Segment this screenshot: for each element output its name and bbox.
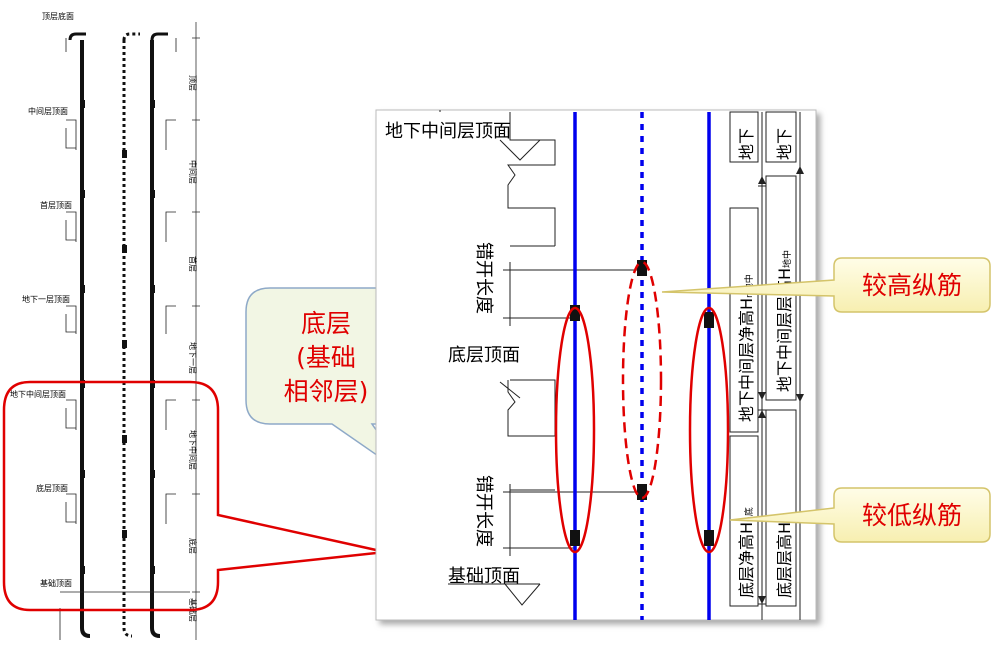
floor-label-b1-top: 地下一层顶面 (22, 294, 70, 304)
lower-bar-highlight-left (554, 306, 596, 554)
svg-text:地下中间层层高H地中: 地下中间层层高H地中 (775, 250, 794, 392)
floor-label-bottom-top: 底层顶面 (36, 483, 68, 493)
dim-story-height-bottom: 底层层高H (775, 522, 794, 598)
story-label-bmid: 地下中间层 (188, 430, 198, 470)
dim-story-height-mid-sub: 地中 (781, 250, 793, 268)
higher-bar-callout-text: 较高纵筋 (862, 271, 962, 300)
left-rebar-hook-top (68, 32, 86, 41)
dim-story-height-mid: 地下中间层层高H (775, 268, 794, 392)
lower-bar-callout: 较低纵筋 (729, 487, 991, 543)
floor-label-ground-top: 首层顶面 (40, 200, 72, 210)
left-rebar-dashed (122, 40, 133, 638)
splice-mark (704, 312, 714, 328)
splice-mark (637, 260, 647, 276)
story-label-ground: 首层 (188, 256, 198, 272)
floor-label-middle-top: 中间层顶面 (28, 106, 68, 116)
detail-label-mid-top: 地下中间层顶面 (385, 121, 511, 142)
story-label-roof: 顶层 (188, 75, 197, 91)
left-rebar-hook-top-2 (150, 32, 168, 41)
svg-text:底层层高H底: 底层层高H底 (775, 513, 794, 598)
detail-label-lap-upper: 错开长度 (473, 242, 494, 314)
splice-mark (637, 484, 647, 500)
higher-bar-callout: 较高纵筋 (661, 257, 991, 313)
dim-top-clip-a: 地下 (737, 128, 756, 160)
splice-mark (704, 530, 714, 546)
dim-top-clip-b: 地下 (775, 128, 794, 160)
detail-label-foundation-top: 基础顶面 (448, 566, 520, 587)
higher-bar-highlight (621, 260, 663, 500)
floor-label-roof-bottom: 顶层底面 (42, 11, 74, 21)
floor-label-bmid-top: 地下中间层顶面 (10, 389, 66, 399)
dim-clear-height-mid: 地下中间层净高H (737, 298, 756, 422)
left-rebar-dashed-top (122, 32, 140, 41)
bottom-layer-callout-line1: 底层 (301, 309, 351, 338)
story-label-bottom: 底层 (188, 538, 198, 554)
dim-clear-height-bottom: 底层净高H (737, 522, 756, 598)
detail-view: 地下中间层顶面 底层顶面 基础顶面 错开长度 错开长度 地下 地下 地下中间层净… (375, 109, 817, 621)
lower-bar-highlight-right (688, 306, 730, 554)
splice-mark (570, 305, 580, 321)
splice-mark (570, 530, 580, 546)
left-elevation: 顶层底面 中间层顶面 首层顶面 地下一层顶面 地下中间层顶面 底层顶面 基础顶面… (10, 11, 200, 640)
detail-label-bottom-top: 底层顶面 (448, 345, 520, 366)
story-label-middle: 中间层 (188, 160, 198, 184)
detail-label-lap-lower: 错开长度 (473, 475, 494, 547)
detail-frame (375, 109, 817, 621)
bottom-layer-highlight (2, 380, 386, 612)
left-rebar-inner (150, 40, 161, 638)
floor-label-foundation-top: 基础顶面 (40, 578, 72, 588)
bottom-layer-callout-line2: (基础 (296, 343, 356, 372)
story-label-b1: 地下一层 (188, 342, 198, 374)
left-rebar-outer (80, 40, 91, 638)
bottom-layer-callout-line3: 相邻层) (284, 377, 369, 406)
lower-bar-callout-text: 较低纵筋 (862, 501, 962, 530)
bottom-layer-callout: 底层 (基础 相邻层) (245, 287, 411, 479)
